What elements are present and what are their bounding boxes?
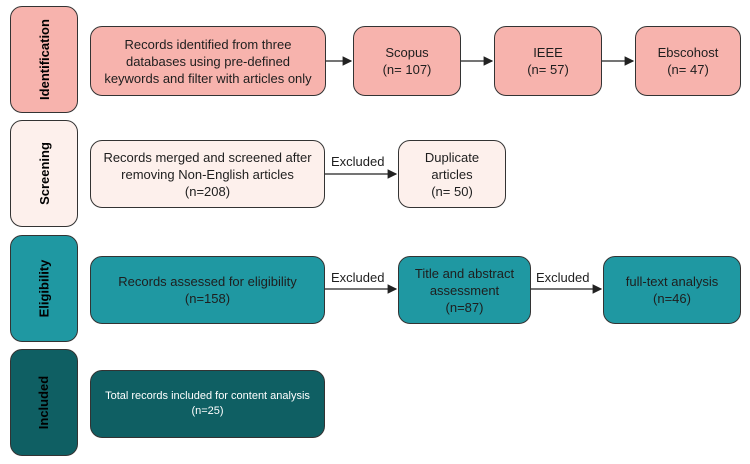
records-merged-line-2: removing Non-English articles bbox=[121, 166, 294, 182]
fulltext-box: full-text analysis (n=46) bbox=[603, 256, 741, 324]
title-abstract-count: (n=87) bbox=[445, 299, 484, 315]
records-assessed-box: Records assessed for eligibility (n=158) bbox=[90, 256, 325, 324]
duplicate-box: Duplicate articles (n= 50) bbox=[398, 140, 506, 208]
records-identified-box: Records identified from three databases … bbox=[90, 26, 326, 96]
records-identified-line-3: keywords and filter with articles only bbox=[104, 70, 312, 86]
fulltext-label: full-text analysis bbox=[625, 274, 719, 289]
stage-included: Included bbox=[10, 349, 78, 456]
stage-screening: Screening bbox=[10, 120, 78, 227]
total-included-label: Total records included for content analy… bbox=[105, 390, 310, 402]
records-assessed-label: Records assessed for eligibility bbox=[118, 274, 297, 289]
excluded-label-eligibility-1: Excluded bbox=[331, 270, 385, 285]
scopus-label: Scopus bbox=[385, 45, 429, 60]
title-abstract-line-1: Title and abstract bbox=[414, 265, 515, 281]
stage-eligibility: Eligibility bbox=[10, 235, 78, 342]
records-merged-count: (n=208) bbox=[184, 183, 231, 199]
title-abstract-line-2: assessment bbox=[429, 282, 500, 298]
scopus-count: (n= 107) bbox=[382, 62, 432, 77]
ebscohost-box: Ebscohost (n= 47) bbox=[635, 26, 741, 96]
ieee-label: IEEE bbox=[533, 45, 563, 60]
title-abstract-box: Title and abstract assessment (n=87) bbox=[398, 256, 531, 324]
duplicate-line-2: articles bbox=[431, 166, 473, 182]
duplicate-count: (n= 50) bbox=[431, 183, 473, 199]
duplicate-line-1: Duplicate bbox=[424, 149, 480, 165]
fulltext-count: (n=46) bbox=[653, 291, 691, 306]
records-merged-box: Records merged and screened after removi… bbox=[90, 140, 325, 208]
scopus-box: Scopus (n= 107) bbox=[353, 26, 461, 96]
total-included-count: (n=25) bbox=[191, 405, 224, 417]
records-merged-line-1: Records merged and screened after bbox=[103, 149, 312, 165]
records-identified-line-1: Records identified from three bbox=[124, 36, 292, 52]
ebscohost-count: (n= 47) bbox=[667, 62, 709, 77]
total-included-box: Total records included for content analy… bbox=[90, 370, 325, 438]
stage-identification: Identification bbox=[10, 6, 78, 113]
excluded-label-eligibility-2: Excluded bbox=[536, 270, 590, 285]
records-assessed-count: (n=158) bbox=[184, 291, 231, 306]
ebscohost-label: Ebscohost bbox=[657, 45, 719, 60]
ieee-box: IEEE (n= 57) bbox=[494, 26, 602, 96]
records-identified-line-2: databases using pre-defined bbox=[125, 53, 291, 69]
ieee-count: (n= 57) bbox=[527, 62, 569, 77]
excluded-label-screening: Excluded bbox=[331, 154, 385, 169]
